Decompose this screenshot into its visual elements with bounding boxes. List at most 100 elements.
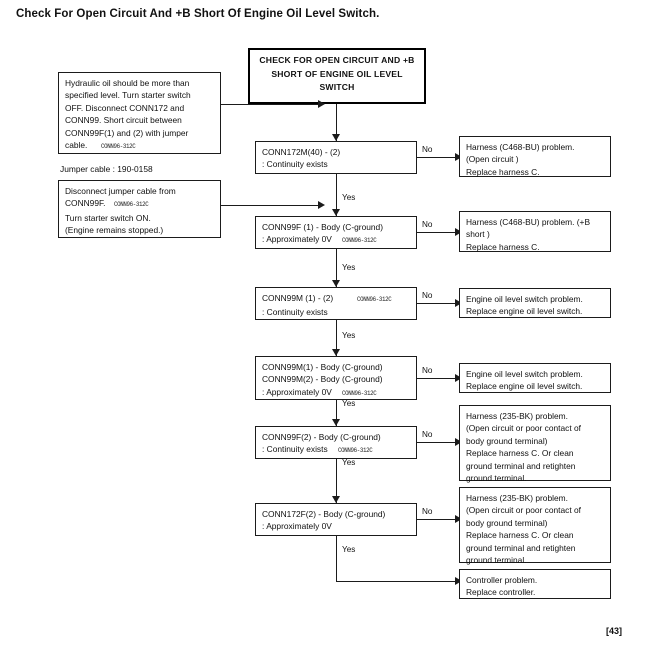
- arrow-step2-no: [455, 228, 462, 236]
- step-conn99m-1-2: CONN99M (1) - (2)CONN96-312C : Continuit…: [255, 287, 417, 320]
- step-5-line-1: CONN99F(2) - Body (C-ground): [262, 432, 381, 442]
- result-switch-problem-1: Engine oil level switch problem. Replace…: [459, 288, 611, 318]
- page-title: Check For Open Circuit And +B Short Of E…: [16, 8, 380, 20]
- step-conn172m: CONN172M(40) - (2) : Continuity exists: [255, 141, 417, 174]
- result-7-line-2: Replace controller.: [466, 587, 536, 598]
- result-5-line-2: (Open circuit or poor contact of: [466, 423, 581, 434]
- step-5-line-2: : Continuity exists: [262, 444, 328, 455]
- instruction-1-line-3: OFF. Disconnect CONN172 and: [65, 102, 185, 113]
- step-5-no-label: No: [422, 430, 433, 439]
- step-1-yes-label: Yes: [342, 193, 356, 202]
- step-conn99f-2-body: CONN99F(2) - Body (C-ground) : Continuit…: [255, 426, 417, 459]
- instruction-2-part-number: CONN96-312C: [113, 201, 149, 209]
- arrow-instruction2-to-spine: [318, 201, 325, 209]
- step-4-line-3: : Approximately 0V: [262, 386, 332, 397]
- result-5-line-3: body ground terminal): [466, 435, 548, 446]
- result-controller-problem: Controller problem. Replace controller.: [459, 569, 611, 599]
- step-conn99m-body: CONN99M(1) - Body (C-ground) CONN99M(2) …: [255, 356, 417, 400]
- step-4-no-label: No: [422, 366, 433, 375]
- result-5-line-4: Replace harness C. Or clean: [466, 448, 574, 459]
- step-3-line-2: : Continuity exists: [262, 307, 328, 318]
- step-3-no-label: No: [422, 291, 433, 300]
- result-5-line-1: Harness (235-BK) problem.: [466, 411, 568, 421]
- instruction-1-line-5: CONN99F(1) and (2) with jumper: [65, 127, 189, 138]
- connector-instruction2-to-spine: [221, 205, 321, 206]
- connector-header-to-step1: [336, 104, 337, 141]
- instruction-2-line-3: Turn starter switch ON.: [65, 212, 151, 223]
- result-4-line-2: Replace engine oil level switch.: [466, 381, 583, 392]
- instruction-2-line-4: (Engine remains stopped.): [65, 225, 164, 236]
- step-4-line-2: CONN99M(2) - Body (C-ground): [262, 374, 383, 385]
- arrow-step6-no: [455, 515, 462, 523]
- step-conn99f-1-body: CONN99F (1) - Body (C-ground) : Approxim…: [255, 216, 417, 249]
- step-conn172f-2-body: CONN172F(2) - Body (C-ground) : Approxim…: [255, 503, 417, 536]
- step-2-part-number: CONN96-312C: [341, 237, 377, 245]
- result-6-line-3: body ground terminal): [466, 517, 548, 528]
- step-6-line-2: : Approximately 0V: [262, 521, 332, 532]
- arrow-step5-no: [455, 438, 462, 446]
- step-5-part-number: CONN96-312C: [337, 447, 373, 455]
- instruction-1-line-6: cable.: [65, 140, 88, 151]
- arrow-step4-no: [455, 374, 462, 382]
- result-2-line-3: Replace harness C.: [466, 241, 540, 252]
- connector-step5-no: [417, 442, 459, 443]
- instruction-box-1: Hydraulic oil should be more than specif…: [58, 72, 221, 154]
- arrow-step3-yes: [332, 349, 340, 356]
- result-6-line-1: Harness (235-BK) problem.: [466, 493, 568, 503]
- connector-step6-yes: [336, 536, 337, 582]
- step-2-yes-label: Yes: [342, 263, 356, 272]
- result-3-line-1: Engine oil level switch problem.: [466, 294, 583, 304]
- result-harness-c468-short: Harness (C468-BU) problem. (+B short ) R…: [459, 211, 611, 252]
- result-1-line-2: (Open circuit ): [466, 154, 519, 165]
- step-4-yes-label: Yes: [342, 399, 356, 408]
- step-1-line-1: CONN172M(40) - (2): [262, 147, 341, 157]
- step-3-yes-label: Yes: [342, 331, 356, 340]
- step-4-line-1: CONN99M(1) - Body (C-ground): [262, 362, 383, 372]
- step-6-line-1: CONN172F(2) - Body (C-ground): [262, 509, 386, 519]
- step-3-line-1: CONN99M (1) - (2): [262, 293, 334, 303]
- step-2-no-label: No: [422, 220, 433, 229]
- arrow-header-to-step1: [332, 134, 340, 141]
- step-1-line-2: : Continuity exists: [262, 159, 328, 170]
- arrow-step6-to-controller: [455, 577, 462, 585]
- result-2-line-2: short ): [466, 229, 490, 240]
- step-6-yes-label: Yes: [342, 545, 356, 554]
- header-line-1: CHECK FOR OPEN CIRCUIT AND +B: [259, 55, 415, 65]
- jumper-cable-label: Jumper cable : 190-0158: [60, 164, 153, 174]
- arrow-step1-yes: [332, 209, 340, 216]
- connector-step2-yes: [336, 249, 337, 287]
- header-line-2: SHORT OF ENGINE OIL LEVEL: [271, 68, 403, 79]
- header-line-3: SWITCH: [319, 82, 355, 92]
- result-1-line-1: Harness (C468-BU) problem.: [466, 142, 575, 152]
- result-5-line-5: ground terminal and retighten: [466, 460, 576, 471]
- instruction-1-line-4: CONN99. Short circuit between: [65, 115, 182, 126]
- page-number: [43]: [605, 626, 622, 636]
- result-3-line-2: Replace engine oil level switch.: [466, 306, 583, 317]
- step-2-line-2: : Approximately 0V: [262, 234, 332, 245]
- result-harness-c468-open: Harness (C468-BU) problem. (Open circuit…: [459, 136, 611, 177]
- result-4-line-1: Engine oil level switch problem.: [466, 369, 583, 379]
- result-6-line-4: Replace harness C. Or clean: [466, 530, 574, 541]
- instruction-2-line-1: Disconnect jumper cable from: [65, 186, 176, 196]
- flowchart-header-box: CHECK FOR OPEN CIRCUIT AND +B SHORT OF E…: [248, 48, 426, 104]
- connector-step3-yes: [336, 320, 337, 356]
- arrow-step1-no: [455, 153, 462, 161]
- result-harness-235bk-2: Harness (235-BK) problem. (Open circuit …: [459, 487, 611, 565]
- result-1-line-3: Replace harness C.: [466, 166, 540, 177]
- step-6-no-label: No: [422, 507, 433, 516]
- step-2-line-1: CONN99F (1) - Body (C-ground): [262, 222, 384, 232]
- connector-step4-no: [417, 378, 459, 379]
- step-5-yes-label: Yes: [342, 458, 356, 467]
- connector-step1-no: [417, 157, 459, 158]
- instruction-1-line-2: specified level. Turn starter switch: [65, 90, 191, 101]
- arrow-step2-yes: [332, 280, 340, 287]
- connector-step3-no: [417, 303, 459, 304]
- arrow-step5-yes: [332, 496, 340, 503]
- result-harness-235bk-1: Harness (235-BK) problem. (Open circuit …: [459, 405, 611, 483]
- step-4-part-number: CONN96-312C: [341, 389, 377, 397]
- connector-step6-no: [417, 519, 459, 520]
- result-6-line-5: ground terminal and retighten: [466, 542, 576, 553]
- instruction-2-line-2: CONN99F.: [65, 198, 106, 209]
- arrow-step3-no: [455, 299, 462, 307]
